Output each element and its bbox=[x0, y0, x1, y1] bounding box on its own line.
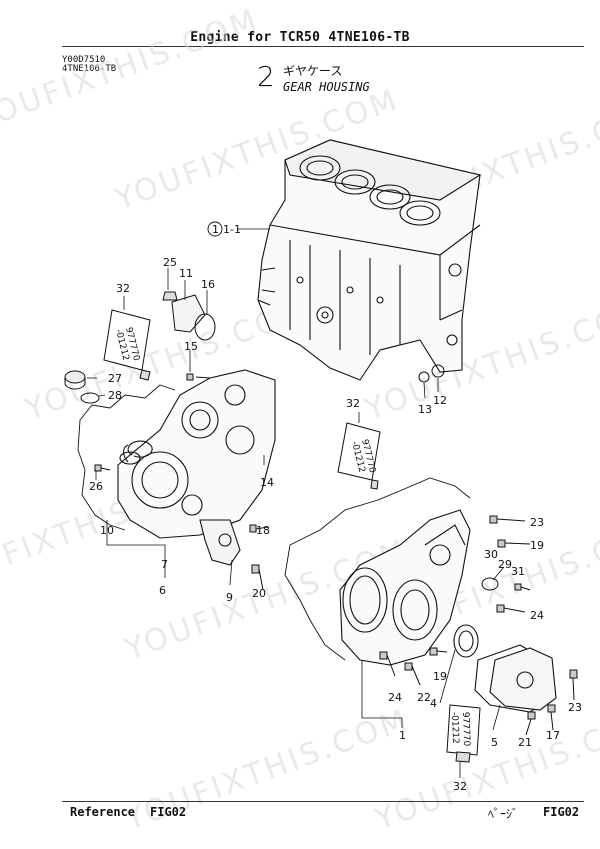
callout-18: 18 bbox=[256, 524, 270, 537]
sealant-part-number: 977770 bbox=[460, 712, 471, 747]
callout-24-right: 24 bbox=[530, 609, 544, 622]
gear-housing-drawing bbox=[77, 369, 276, 566]
callout-9: 9 bbox=[226, 591, 233, 604]
leader-lines bbox=[87, 228, 505, 778]
callout-17: 17 bbox=[546, 729, 560, 742]
callout-1: 1 bbox=[399, 729, 406, 742]
callout-12: 12 bbox=[433, 394, 447, 407]
callout-circle bbox=[207, 221, 223, 237]
footer-fig-right: FIG02 bbox=[543, 805, 580, 819]
callout-26: 26 bbox=[89, 480, 103, 493]
callout-1-circle: 1 bbox=[212, 223, 219, 236]
sealant-part-number: -01212 bbox=[449, 712, 460, 744]
section-title-jp: ギヤケース bbox=[283, 64, 343, 78]
callout-20: 20 bbox=[252, 587, 266, 600]
callout-25: 25 bbox=[163, 256, 177, 269]
callout-21: 21 bbox=[518, 736, 532, 749]
callout-32-left: 32 bbox=[116, 282, 130, 295]
callout-19-bottom: 19 bbox=[433, 670, 447, 683]
catalog-code: Y00D7510 bbox=[62, 55, 106, 65]
footer-rule bbox=[62, 801, 584, 802]
callout-22: 22 bbox=[417, 691, 431, 704]
callout-7: 7 bbox=[161, 558, 168, 571]
model-code: 4TNE106-TB bbox=[62, 64, 117, 74]
page-title: Engine for TCR50 4TNE106-TB bbox=[190, 30, 410, 45]
header-rule bbox=[62, 46, 584, 47]
cylinder-block-drawing bbox=[257, 139, 482, 381]
callout-31: 31 bbox=[511, 565, 525, 578]
callout-15: 15 bbox=[184, 340, 198, 353]
small-parts-drawing bbox=[64, 291, 578, 763]
callout-23-top: 23 bbox=[530, 516, 544, 529]
callout-23-bottom: 23 bbox=[568, 701, 582, 714]
callout-6: 6 bbox=[159, 584, 166, 597]
callout-30: 30 bbox=[484, 548, 498, 561]
callout-27: 27 bbox=[108, 372, 122, 385]
callout-13: 13 bbox=[418, 403, 432, 416]
callout-10: 10 bbox=[100, 524, 114, 537]
callout-32-bottom: 32 bbox=[453, 780, 467, 793]
callout-11: 11 bbox=[179, 267, 193, 280]
callout-14: 14 bbox=[260, 476, 274, 489]
callout-29: 29 bbox=[498, 558, 512, 571]
footer-fig-left: FIG02 bbox=[150, 805, 187, 819]
callout-32-middle: 32 bbox=[346, 397, 360, 410]
section-number: 2 bbox=[257, 60, 275, 93]
footer-page-label: ﾍﾟｰｼﾞ bbox=[488, 807, 519, 821]
callout-28: 28 bbox=[108, 389, 122, 402]
section-title-en: GEAR HOUSING bbox=[283, 80, 370, 94]
gear-cover-drawing bbox=[284, 477, 557, 713]
watermark: YOUFIXTHIS.COM bbox=[0, 2, 264, 138]
callout-16: 16 bbox=[201, 278, 215, 291]
callout-5: 5 bbox=[491, 736, 498, 749]
callout-4: 4 bbox=[430, 697, 437, 710]
callout-19-right: 19 bbox=[530, 539, 544, 552]
footer-reference-label: Reference bbox=[70, 805, 136, 819]
callout-24-bottom: 24 bbox=[388, 691, 402, 704]
callout-1-1: 1-1 bbox=[223, 223, 241, 236]
